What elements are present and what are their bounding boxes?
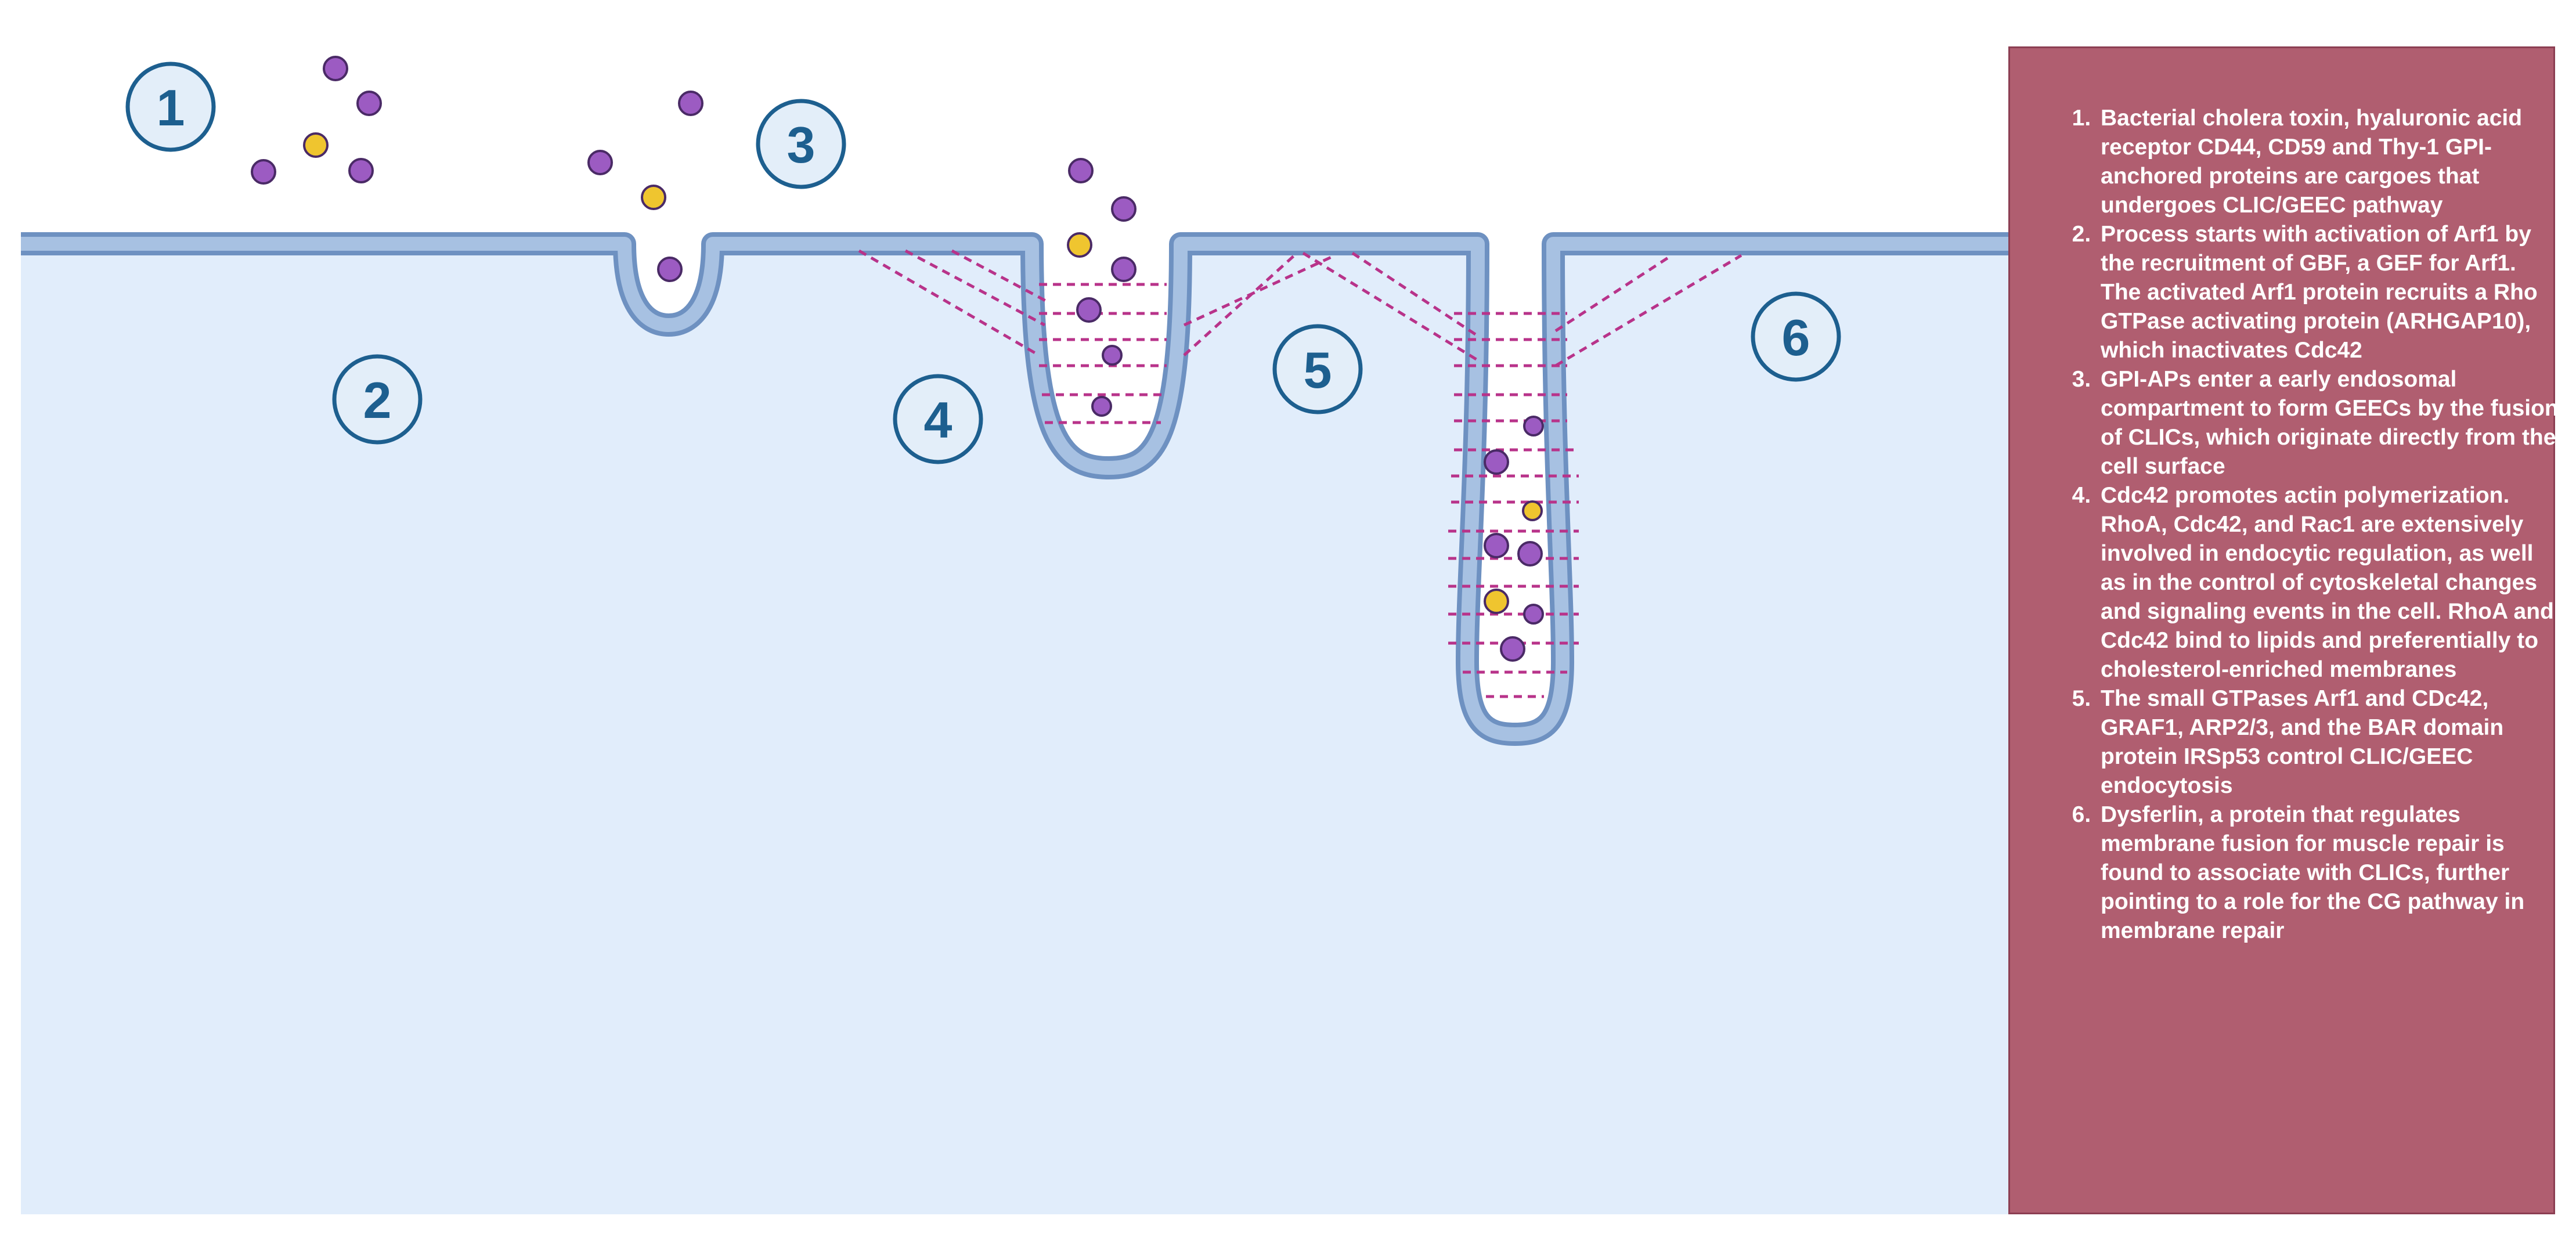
cargo-yellow [1484,589,1509,614]
cargo-purple [251,159,276,185]
step-4-badge: 4 [893,374,983,464]
step-1-badge: 1 [125,62,216,152]
cargo-purple [1111,257,1137,282]
cargo-molecules [251,56,1544,662]
actin-filaments [858,249,1742,698]
legend-item-5: The small GTPases Arf1 and CDc42, GRAF1,… [2097,684,2561,800]
cargo-yellow [303,132,329,158]
cargo-purple [1484,449,1509,475]
legend-item-3: GPI-APs enter a early endosomal compartm… [2097,365,2561,481]
step-4-label: 4 [924,391,953,449]
legend-panel: Bacterial cholera toxin, hyaluronic acid… [2008,46,2559,1214]
legend-item-4: Cdc42 promotes actin polymerization. Rho… [2097,481,2561,684]
cargo-yellow [1067,232,1092,258]
step-3-badge: 3 [756,99,846,189]
step-3-label: 3 [787,116,816,174]
cargo-purple [323,56,348,81]
legend-item-6: Dysferlin, a protein that regulates memb… [2097,800,2561,946]
plasma-membrane-inner [21,237,2008,741]
cargo-purple [1523,416,1544,436]
legend-list: Bacterial cholera toxin, hyaluronic acid… [2066,104,2561,946]
cargo-purple [1111,196,1137,222]
cargo-yellow [641,185,666,210]
cargo-purple [1068,158,1094,183]
step-5-badge: 5 [1272,324,1363,414]
step-2-label: 2 [363,371,392,429]
cargo-purple [1517,541,1543,567]
legend-item-1: Bacterial cholera toxin, hyaluronic acid… [2097,104,2561,220]
cargo-purple [356,91,382,116]
step-6-label: 6 [1782,309,1810,366]
cargo-purple [1102,345,1123,366]
cargo-purple [348,158,374,183]
cargo-purple [1523,604,1544,625]
cargo-yellow [1522,500,1543,521]
step-6-badge: 6 [1751,291,1841,382]
cargo-purple [1484,533,1509,558]
cargo-purple [657,257,683,282]
cargo-purple [1076,297,1102,323]
cargo-purple [678,91,703,116]
cargo-purple [587,150,613,175]
legend-item-2: Process starts with activation of Arf1 b… [2097,220,2561,365]
cargo-purple [1091,396,1112,417]
cargo-purple [1500,636,1525,662]
step-2-badge: 2 [332,354,423,445]
step-5-label: 5 [1304,341,1332,399]
cytoplasm [21,244,2008,1214]
step-1-label: 1 [157,79,185,136]
